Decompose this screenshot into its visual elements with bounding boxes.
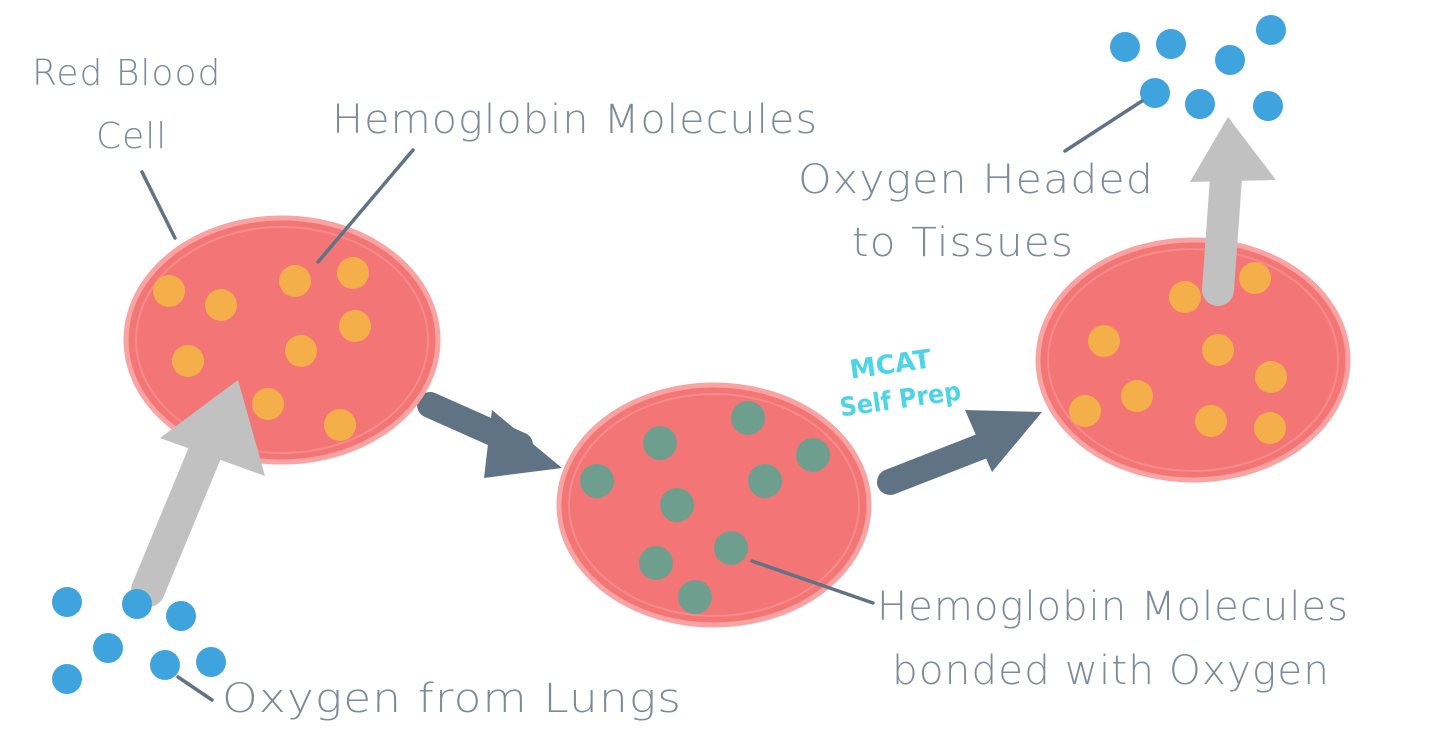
bonded-hemoglobin-molecule (714, 531, 748, 565)
bonded-hemoglobin-molecule (580, 464, 614, 498)
leader-hemoglobin (316, 148, 415, 264)
oxygen-molecule (52, 664, 82, 694)
red-blood-cell-2 (556, 382, 872, 628)
oxygen-molecule (52, 587, 82, 617)
process-arrow-1 (417, 392, 562, 478)
oxygen-molecules-lungs (52, 587, 226, 694)
hemoglobin-molecule (172, 345, 204, 377)
bonded-hemoglobin-molecule (796, 438, 830, 472)
hemoglobin-molecule (1121, 380, 1153, 412)
hemoglobin-molecule (337, 257, 369, 289)
watermark: MCAT Self Prep (838, 344, 963, 423)
hemoglobin-molecule (252, 388, 284, 420)
oxygen-molecule (166, 601, 196, 631)
oxygen-outflow-arrow (1190, 117, 1276, 306)
oxygen-molecule (1156, 29, 1186, 59)
hemoglobin-molecule (1202, 334, 1234, 366)
label-oxygen-from-lungs: Oxygen from Lungs (222, 676, 682, 722)
oxygen-molecule (150, 650, 180, 680)
watermark-line1: MCAT (848, 344, 934, 385)
oxygen-inflow-arrow (131, 380, 265, 607)
oxygen-molecule (1185, 89, 1215, 119)
bonded-hemoglobin-group (580, 401, 830, 614)
hemoglobin-molecules-group-3 (1069, 262, 1287, 444)
oxygen-molecule (93, 633, 123, 663)
oxygen-molecules-tissues (1110, 15, 1286, 121)
hemoglobin-molecule (205, 289, 237, 321)
leader-bonded (750, 559, 875, 605)
oxygen-molecule (1253, 91, 1283, 121)
label-hemoglobin-molecules: Hemoglobin Molecules (332, 97, 818, 143)
hemoglobin-molecule (1088, 325, 1120, 357)
bonded-hemoglobin-molecule (660, 488, 694, 522)
label-red-blood-cell-line2: Cell (96, 116, 167, 157)
bonded-hemoglobin-molecule (731, 401, 765, 435)
leader-oxygen-headed (1063, 99, 1144, 153)
hemoglobin-molecule (279, 265, 311, 297)
leader-red-blood-cell (140, 170, 177, 240)
hemoglobin-molecules-group-1 (153, 257, 371, 441)
leader-oxygen-lungs (176, 675, 214, 702)
hemoglobin-molecule (285, 335, 317, 367)
hemoglobin-molecule (153, 275, 185, 307)
label-red-blood-cell-line1: Red Blood (32, 53, 221, 94)
oxygen-molecule (1256, 15, 1286, 45)
bonded-hemoglobin-molecule (643, 426, 677, 460)
oxygen-molecule (196, 647, 226, 677)
hemoglobin-molecule (1169, 281, 1201, 313)
hemoglobin-molecule (339, 310, 371, 342)
bonded-hemoglobin-molecule (678, 580, 712, 614)
bonded-hemoglobin-molecule (639, 546, 673, 580)
hemoglobin-molecule (324, 409, 356, 441)
label-bonded-line2: bonded with Oxygen (892, 648, 1330, 694)
oxygen-molecule (1140, 78, 1170, 108)
red-blood-cell-3 (1035, 237, 1351, 483)
oxygen-molecule (122, 589, 152, 619)
bonded-hemoglobin-molecule (748, 464, 782, 498)
hemoglobin-molecule (1239, 262, 1271, 294)
hemoglobin-molecule (1255, 361, 1287, 393)
label-oxygen-headed-line2: to Tissues (852, 220, 1074, 266)
oxygen-molecule (1215, 45, 1245, 75)
oxygen-molecule (1110, 32, 1140, 62)
process-arrow-2 (877, 410, 1042, 495)
label-oxygen-headed-line1: Oxygen Headed (798, 157, 1154, 203)
label-bonded-line1: Hemoglobin Molecules (877, 584, 1349, 630)
hemoglobin-molecule (1195, 405, 1227, 437)
hemoglobin-molecule (1254, 412, 1286, 444)
leader-lines (140, 99, 1144, 702)
red-blood-cell-1 (123, 215, 441, 465)
hemoglobin-molecule (1069, 395, 1101, 427)
